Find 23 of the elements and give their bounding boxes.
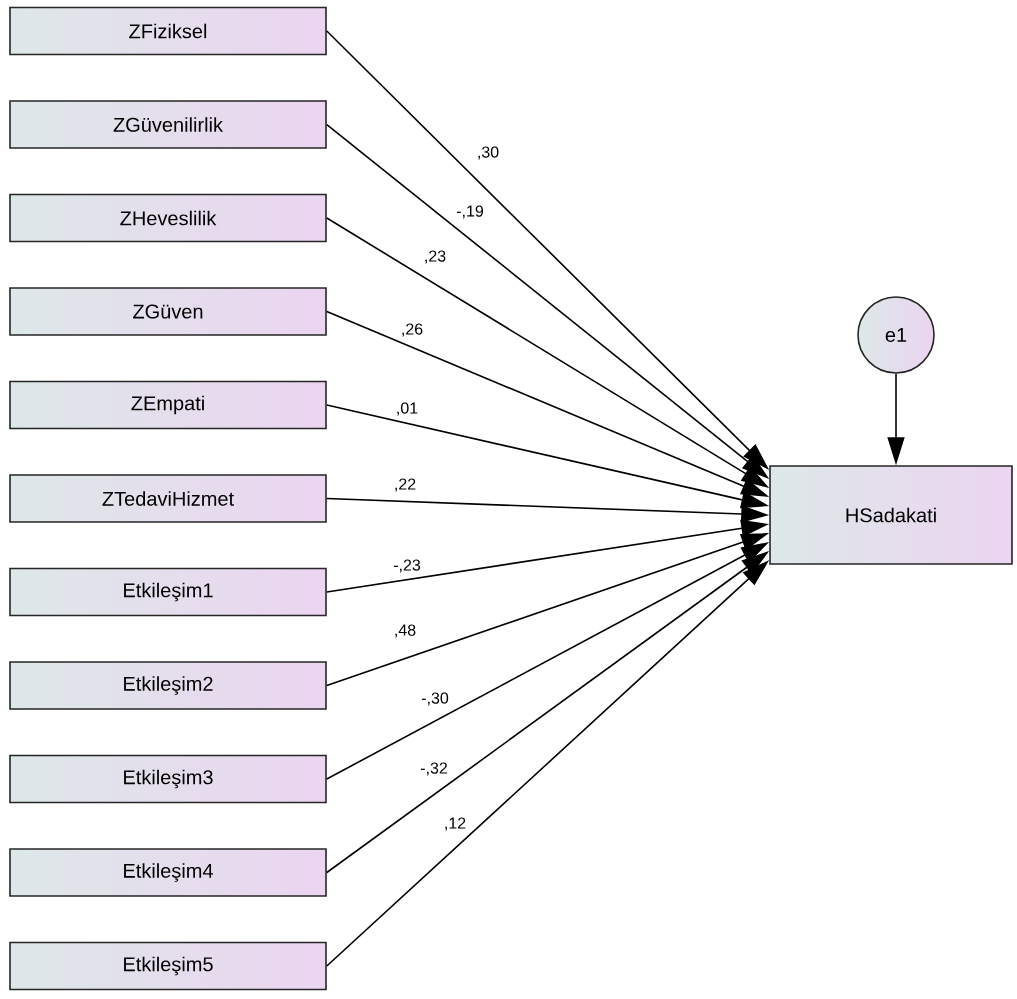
edge-label: -,19 <box>456 205 484 219</box>
variable-box: ZGüven <box>9 287 327 336</box>
variable-box: Etkileşim2 <box>9 661 327 710</box>
edge-label: ,48 <box>395 624 416 638</box>
variable-box: ZHeveslilik <box>9 193 327 243</box>
variable-box: Etkileşim5 <box>9 941 327 991</box>
edge-label: ,30 <box>478 146 499 160</box>
edge-label: -,23 <box>393 559 421 573</box>
edge-label: -,32 <box>420 762 447 776</box>
variable-box: Etkileşim1 <box>9 567 327 617</box>
edge-label: ,01 <box>397 402 418 416</box>
edge-label: ,12 <box>445 817 466 831</box>
variable-box: Etkileşim4 <box>9 848 327 897</box>
variable-box: HSadakati <box>769 465 1013 565</box>
edge-label: ,23 <box>425 250 446 264</box>
variable-box: ZGüvenilirlik <box>9 100 327 149</box>
edge-label: -,30 <box>421 692 449 706</box>
variable-box: Etkileşim3 <box>9 754 327 804</box>
edge-label: ,26 <box>402 323 423 337</box>
variable-box: ZEmpati <box>9 380 327 430</box>
edge-label: ,22 <box>395 478 416 492</box>
variable-box: ZFiziksel <box>9 6 327 56</box>
variable-box: ZTedaviHizmet <box>9 474 327 523</box>
